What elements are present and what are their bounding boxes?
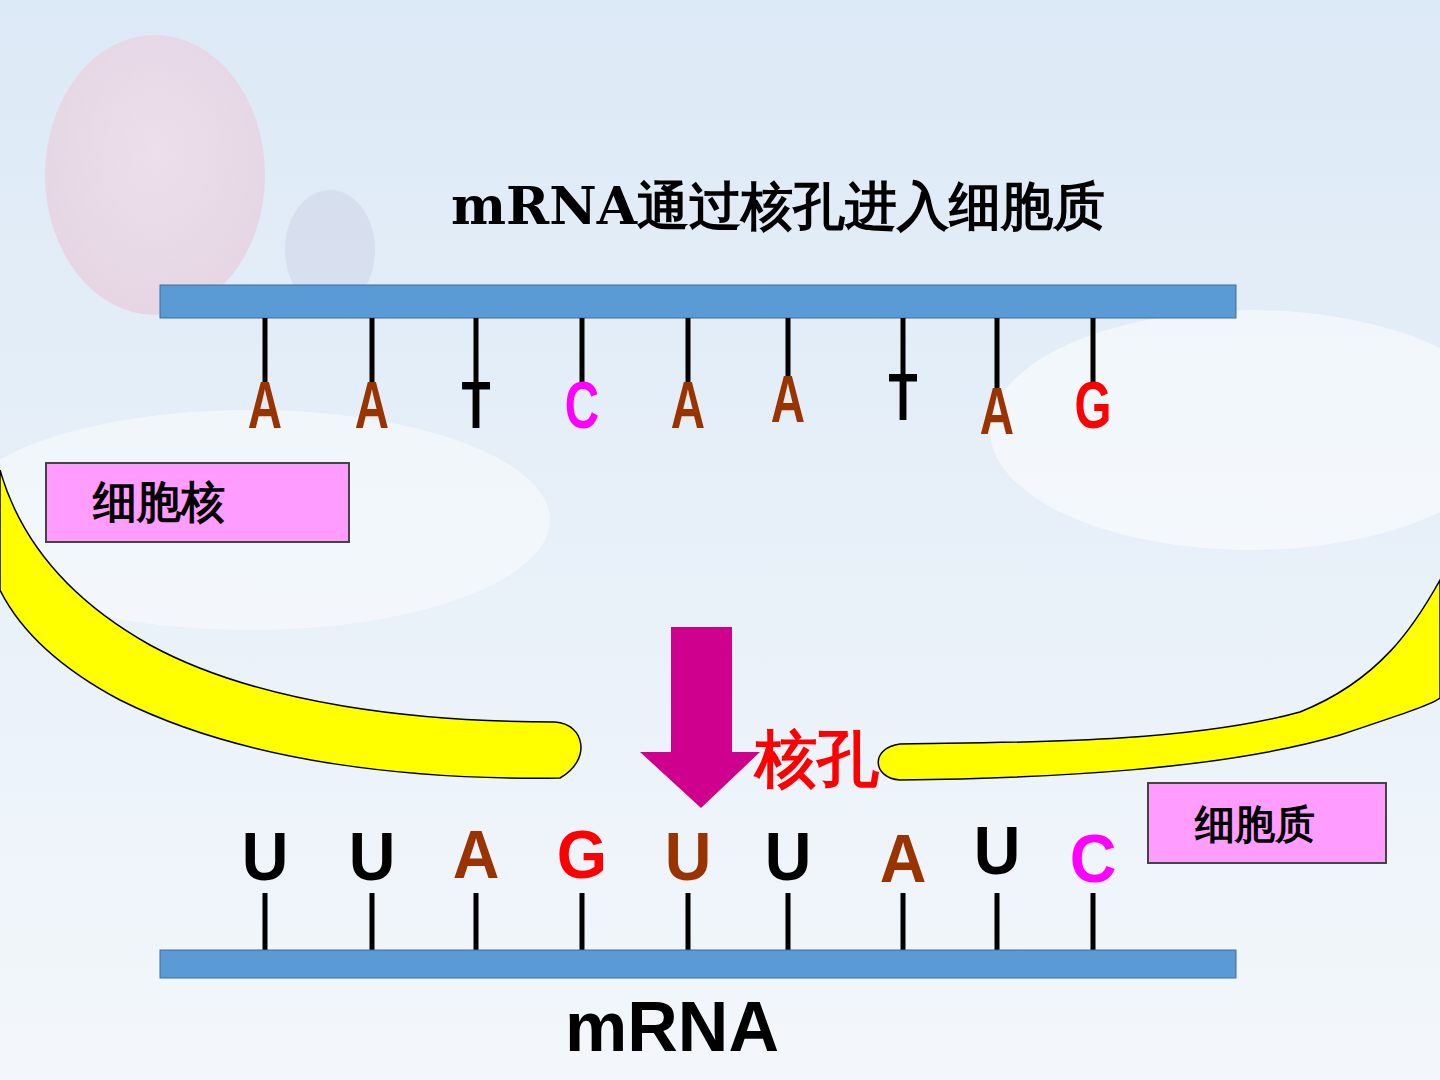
nuclear-pore-label: 核孔 xyxy=(755,728,879,790)
rna-base-letter: G xyxy=(557,820,607,888)
dna-base-letter: T xyxy=(461,372,490,438)
base-ticks xyxy=(265,893,1093,950)
dna-base-letter: A xyxy=(248,372,282,438)
transport-arrow xyxy=(640,627,760,808)
rna-base-letter: A xyxy=(453,820,500,888)
region-label-box: 细胞质 xyxy=(1147,782,1387,864)
rna-base-letter: C xyxy=(1070,824,1117,892)
region-label-box: 细胞核 xyxy=(45,462,350,543)
dna-base-letter: T xyxy=(888,364,917,430)
dna-base-letter: G xyxy=(1075,372,1112,438)
dna-strand-bar xyxy=(160,285,1236,318)
region-name: 细胞核 xyxy=(93,480,225,524)
balloon-decoration xyxy=(45,35,265,315)
rna-base-letter: U xyxy=(242,822,289,890)
cloud-decoration xyxy=(990,310,1440,550)
rna-base-letter: U xyxy=(349,822,396,890)
mrna-strand-bar xyxy=(160,950,1236,978)
dna-base-letter: C xyxy=(565,372,599,438)
dna-base-letter: A xyxy=(355,372,389,438)
strand-name: mRNA xyxy=(565,992,779,1062)
region-name: 细胞质 xyxy=(1195,804,1315,844)
dna-base-letter: A xyxy=(671,372,705,438)
dna-base-letter: A xyxy=(980,378,1014,444)
dna-base-letter: A xyxy=(771,366,805,432)
rna-base-letter: U xyxy=(765,822,812,890)
rna-base-letter: A xyxy=(880,824,927,892)
rna-base-letter: U xyxy=(974,816,1021,884)
nuclear-envelope xyxy=(878,580,1440,780)
rna-base-letter: U xyxy=(665,822,712,890)
diagram-title: mRNA通过核孔进入细胞质 xyxy=(451,180,1105,232)
